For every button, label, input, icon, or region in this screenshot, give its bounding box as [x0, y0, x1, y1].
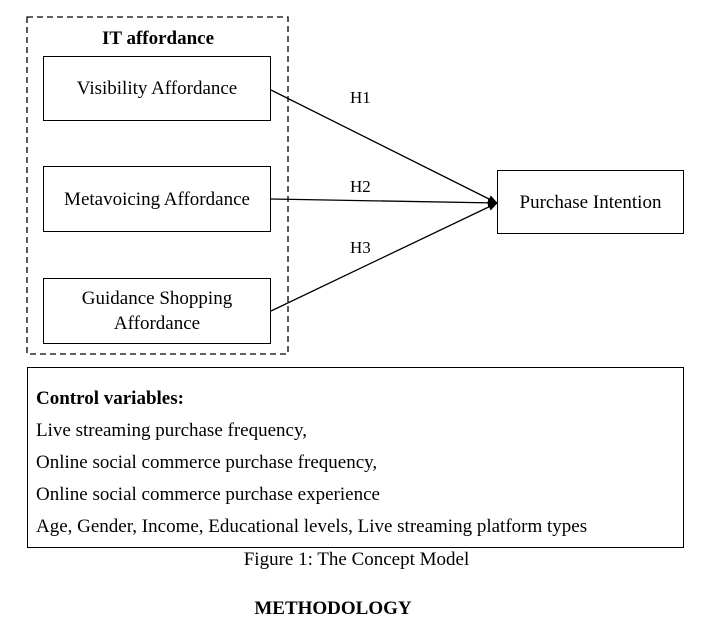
h2-label: H2	[350, 177, 371, 196]
metavoicing-affordance-box: Metavoicing Affordance	[43, 166, 271, 232]
control-variables-title: Control variables:	[36, 388, 184, 409]
purchase-intention-label: Purchase Intention	[519, 191, 662, 213]
h1-label: H1	[350, 88, 371, 107]
guidance-shopping-label-line1: Guidance Shopping	[81, 288, 233, 309]
control-variable-item: Age, Gender, Income, Educational levels,…	[36, 516, 588, 537]
h2-arrow	[270, 198, 498, 207]
control-variables-box: Control variables: Live streaming purcha…	[27, 367, 684, 548]
guidance-shopping-affordance-box: Guidance Shopping Affordance	[43, 278, 271, 344]
control-variable-item: Online social commerce purchase experien…	[36, 484, 380, 505]
h3-arrow	[270, 202, 498, 312]
visibility-affordance-label: Visibility Affordance	[76, 78, 238, 99]
it-affordance-title: IT affordance	[101, 28, 215, 49]
it-affordance-group-border	[26, 16, 289, 355]
figure-caption: Figure 1: The Concept Model	[243, 549, 470, 570]
visibility-affordance-box: Visibility Affordance	[43, 56, 271, 121]
h1-arrow	[270, 89, 498, 204]
section-heading: METHODOLOGY	[254, 598, 412, 619]
guidance-shopping-label-line2: Affordance	[113, 313, 201, 334]
metavoicing-affordance-label: Metavoicing Affordance	[64, 188, 250, 210]
control-variable-item: Online social commerce purchase frequenc…	[36, 452, 378, 473]
h3-label: H3	[350, 238, 371, 257]
purchase-intention-box: Purchase Intention	[497, 170, 684, 234]
control-variable-item: Live streaming purchase frequency,	[36, 420, 307, 441]
